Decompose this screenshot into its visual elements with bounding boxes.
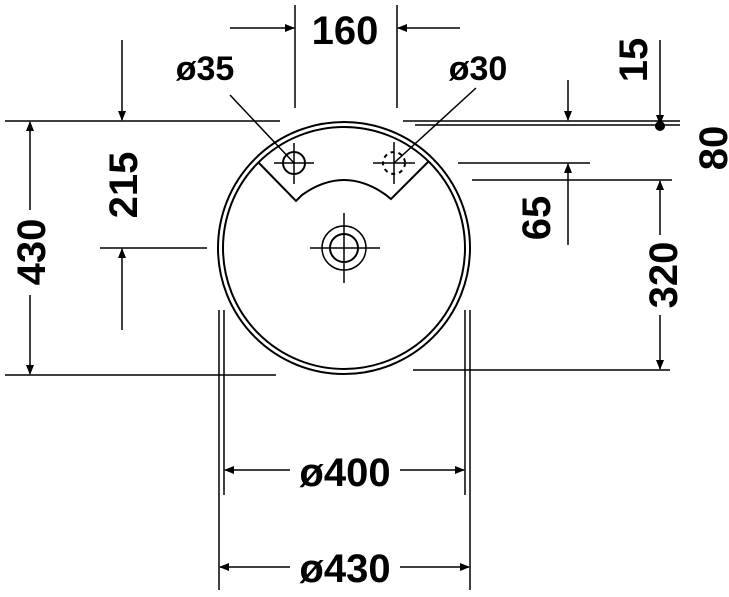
basin-outline bbox=[217, 121, 471, 375]
reference-dot bbox=[655, 121, 665, 131]
dim-tap-left: ø35 bbox=[176, 50, 235, 88]
dim-430-depth: 430 bbox=[10, 219, 54, 286]
dim-320: 320 bbox=[642, 242, 686, 309]
dim-outer-diameter: ø430 bbox=[299, 547, 390, 591]
dim-80: 80 bbox=[692, 126, 729, 171]
drain bbox=[310, 213, 380, 283]
extension-lines bbox=[5, 5, 680, 590]
dim-inner-diameter: ø400 bbox=[299, 451, 390, 495]
tap-deck bbox=[257, 160, 430, 203]
dim-160: 160 bbox=[312, 9, 379, 53]
dim-tap-right: ø30 bbox=[449, 50, 508, 88]
dim-215: 215 bbox=[102, 152, 146, 219]
dimension-lines bbox=[26, 24, 664, 571]
dim-15: 15 bbox=[612, 38, 656, 83]
dim-65: 65 bbox=[515, 196, 559, 241]
